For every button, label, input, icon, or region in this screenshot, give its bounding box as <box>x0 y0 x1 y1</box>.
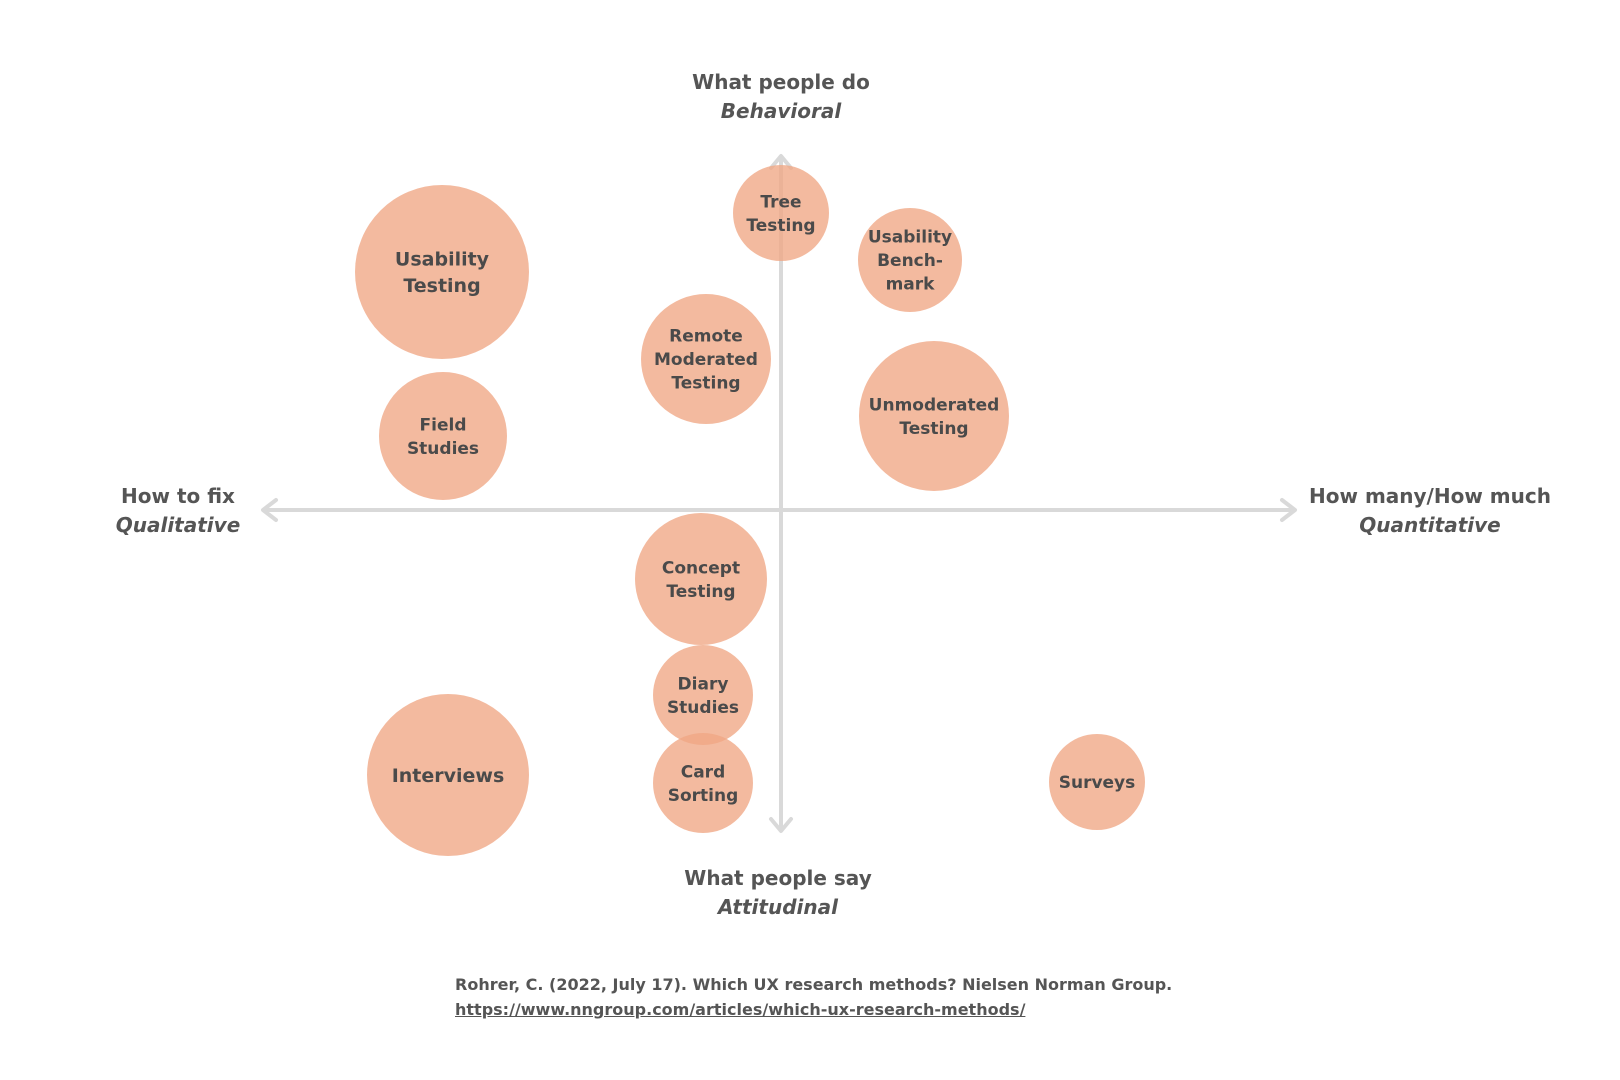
axis-left-subtitle: Qualitative <box>115 513 241 537</box>
bubble-label: Bench- <box>877 251 943 271</box>
axis-right-subtitle: Quantitative <box>1359 513 1501 537</box>
bubble-circle <box>641 294 771 424</box>
bubble-label: Testing <box>746 216 815 236</box>
bubble-label: Concept <box>662 558 740 578</box>
bubble-label: Field <box>420 415 467 435</box>
axes <box>261 154 1297 833</box>
bubble-label: Testing <box>671 374 740 394</box>
bubble-circle <box>367 694 529 856</box>
down-arrowhead <box>769 817 793 833</box>
bubble-label: Studies <box>407 439 479 459</box>
axis-label-left: How to fix Qualitative <box>88 482 268 540</box>
left-arrowhead <box>261 498 278 522</box>
right-arrowhead <box>1280 498 1297 522</box>
axis-top-subtitle: Behavioral <box>720 99 842 123</box>
bubble-label: Card <box>681 762 726 782</box>
axis-label-top: What people do Behavioral <box>631 68 931 126</box>
method-bubbles: UsabilityTestingFieldStudiesTreeTestingU… <box>355 165 1145 856</box>
axis-bottom-title: What people say <box>684 866 872 890</box>
axis-right-title: How many/How much <box>1309 484 1551 508</box>
bubble-circle <box>355 185 529 359</box>
bubble-circle <box>635 513 767 645</box>
bubble-circle <box>1049 734 1145 830</box>
bubble-label: Interviews <box>392 765 505 787</box>
axis-label-bottom: What people say Attitudinal <box>628 864 928 922</box>
bubble-label: Tree <box>760 192 801 212</box>
bubble-circle <box>379 372 507 500</box>
bubble-circle <box>653 733 753 833</box>
bubble-label: Studies <box>667 698 739 718</box>
bubble-interviews: Interviews <box>367 694 529 856</box>
bubble-circle <box>859 341 1009 491</box>
bubble-label: Sorting <box>668 786 739 806</box>
citation-link[interactable]: https://www.nngroup.com/articles/which-u… <box>455 1000 1026 1019</box>
bubble-label: Usability <box>395 249 490 271</box>
bubble-label: Moderated <box>654 350 758 370</box>
bubble-label: Testing <box>403 275 480 297</box>
axis-left-title: How to fix <box>121 484 235 508</box>
axis-label-right: How many/How much Quantitative <box>1300 482 1560 540</box>
bubble-label: Remote <box>669 327 743 347</box>
bubble-label: Testing <box>899 419 968 439</box>
bubble-label: mark <box>886 275 936 295</box>
bubble-label: Testing <box>666 582 735 602</box>
bubble-circle <box>858 208 962 312</box>
up-arrowhead <box>769 154 793 170</box>
bubble-surveys: Surveys <box>1049 734 1145 830</box>
bubble-label: Surveys <box>1059 773 1136 793</box>
bubble-label: Unmoderated <box>869 395 1000 415</box>
citation: Rohrer, C. (2022, July 17). Which UX res… <box>455 972 1172 1022</box>
bubble-circle <box>733 165 829 261</box>
bubble-label: Usability <box>868 228 952 248</box>
citation-text: Rohrer, C. (2022, July 17). Which UX res… <box>455 975 1173 994</box>
axis-top-title: What people do <box>692 70 870 94</box>
bubble-circle <box>653 645 753 745</box>
bubble-label: Diary <box>678 674 729 694</box>
axis-bottom-subtitle: Attitudinal <box>718 895 838 919</box>
